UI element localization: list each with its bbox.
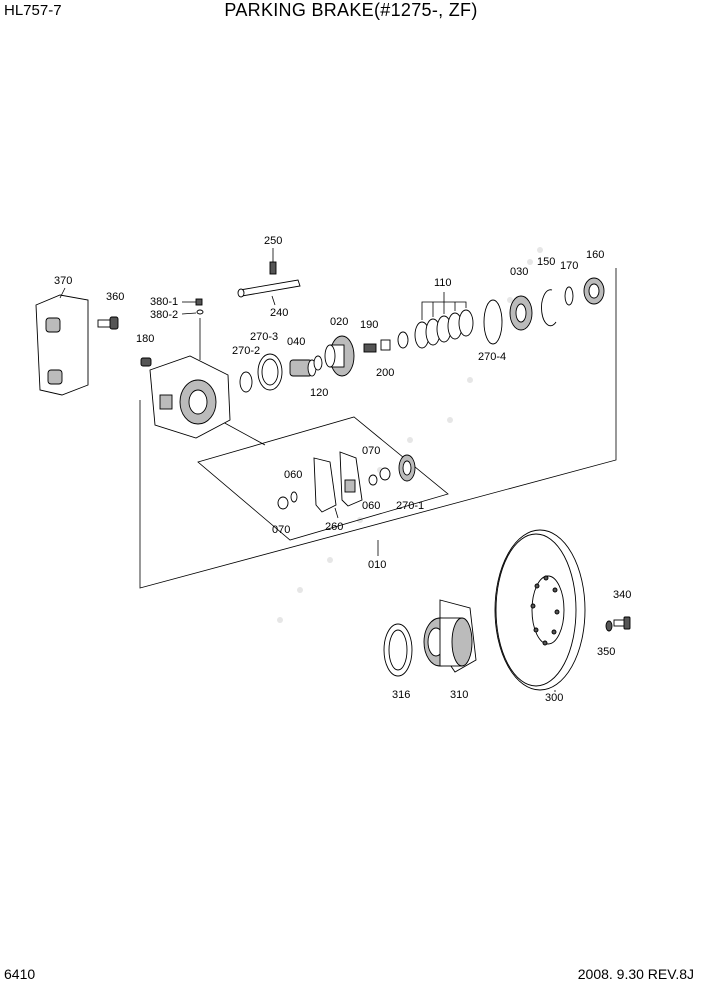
label-300: 300 <box>545 692 563 704</box>
ring-270-4 <box>483 299 503 345</box>
caliper-housing <box>149 355 231 439</box>
assembly-outline <box>139 268 617 589</box>
ring-060-left <box>290 491 298 503</box>
label-020: 020 <box>330 316 348 328</box>
pin-250 <box>269 248 277 275</box>
pin-070-left <box>277 496 289 510</box>
label-170: 170 <box>560 260 578 272</box>
label-316: 316 <box>392 689 410 701</box>
pad-subassembly-outline <box>197 416 449 541</box>
page-title: PARKING BRAKE(#1275-, ZF) <box>224 0 478 20</box>
piston-020 <box>324 335 355 377</box>
brake-pad-right <box>339 451 363 507</box>
label-030: 030 <box>510 266 528 278</box>
label-380-1: 380-1 <box>150 296 178 308</box>
page-number: 6410 <box>4 966 36 982</box>
ring-120 <box>313 355 323 371</box>
nut-160 <box>583 277 605 305</box>
label-060-right: 060 <box>362 500 380 512</box>
rod-240 <box>237 279 301 306</box>
label-070-right: 070 <box>362 445 380 457</box>
label-260: 260 <box>325 521 343 533</box>
flange-hub-310 <box>423 599 477 673</box>
label-370: 370 <box>54 275 72 287</box>
spring-190 <box>363 343 377 353</box>
bolt-340 <box>613 616 631 630</box>
seal-316 <box>383 623 413 677</box>
disc-pack-110 <box>414 292 474 349</box>
snap-ring-150 <box>541 289 557 327</box>
label-010: 010 <box>368 559 386 571</box>
label-120: 120 <box>310 387 328 399</box>
brake-pad-left <box>313 457 337 513</box>
label-180: 180 <box>136 333 154 345</box>
nut-200 <box>380 339 391 351</box>
seal-270-1 <box>398 454 416 482</box>
ring-060-right <box>368 474 378 486</box>
label-110: 110 <box>434 277 452 289</box>
label-380-2: 380-2 <box>150 309 178 321</box>
label-160: 160 <box>586 249 604 261</box>
ring-170 <box>564 286 574 306</box>
leader-260 <box>334 507 339 519</box>
label-070-left: 070 <box>272 524 290 536</box>
label-040: 040 <box>287 336 305 348</box>
fitting-380 <box>181 298 204 360</box>
nipple-180 <box>140 357 152 367</box>
label-340: 340 <box>613 589 631 601</box>
label-270-3: 270-3 <box>250 331 278 343</box>
label-270-4: 270-4 <box>478 351 506 363</box>
bearing-030 <box>509 295 533 331</box>
washer-350 <box>605 620 613 632</box>
date-revision: 2008. 9.30 REV.8J <box>577 966 694 982</box>
brake-disc-300 <box>494 529 586 691</box>
watermark <box>277 247 543 623</box>
label-150: 150 <box>537 256 555 268</box>
label-350: 350 <box>597 646 615 658</box>
pin-070-right <box>379 467 391 481</box>
seal-270-3 <box>257 353 283 391</box>
label-270-1: 270-1 <box>396 500 424 512</box>
bolt-360 <box>97 316 119 330</box>
label-360: 360 <box>106 291 124 303</box>
label-270-2: 270-2 <box>232 345 260 357</box>
ring-270-2 <box>239 371 253 393</box>
label-240: 240 <box>270 307 288 319</box>
piston-040 <box>289 359 317 377</box>
model-code: HL757-7 <box>4 2 62 19</box>
ring-small <box>397 331 409 349</box>
label-310: 310 <box>450 689 468 701</box>
label-200: 200 <box>376 367 394 379</box>
label-060-left: 060 <box>284 469 302 481</box>
label-250: 250 <box>264 235 282 247</box>
bracket-370 <box>35 287 89 396</box>
label-190: 190 <box>360 319 378 331</box>
